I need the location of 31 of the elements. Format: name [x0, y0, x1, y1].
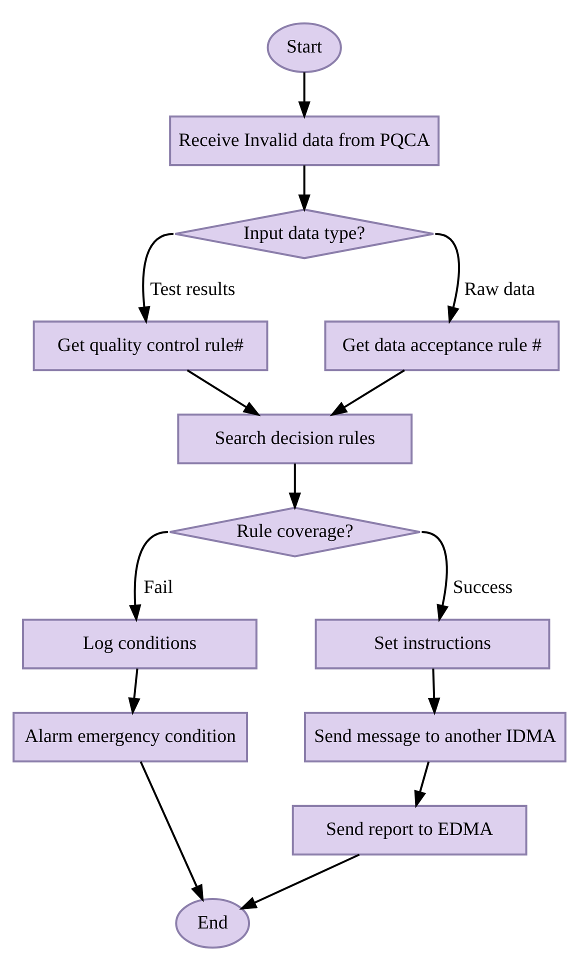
arrow [414, 761, 430, 808]
edge-label: Test results [150, 278, 236, 300]
node-ellipse: Start [266, 22, 342, 73]
node-box: Receive Invalid data from PQCA [169, 115, 440, 166]
edge-label: Fail [144, 577, 173, 598]
arrow [298, 72, 310, 119]
arrow [239, 854, 360, 910]
node-box: Get data acceptance rule # [324, 320, 560, 372]
arrow [422, 531, 449, 622]
arrow [298, 165, 310, 212]
node-box: Search decision rules [177, 414, 413, 464]
node-box: Log conditions [22, 618, 258, 670]
node-diamond: Rule coverage? [168, 506, 421, 558]
arrow [128, 668, 140, 716]
arrow [140, 761, 204, 902]
arrow [186, 369, 261, 416]
edge-label: Raw data [464, 278, 536, 300]
node-box: Alarm emergency condition [12, 712, 248, 762]
arrow [428, 668, 440, 716]
node-box: Get quality control rule# [32, 320, 268, 372]
node-diamond: Input data type? [174, 208, 434, 260]
node-ellipse: End [175, 898, 250, 949]
arrow [288, 464, 302, 510]
node-box: Send report to EDMA [292, 804, 528, 856]
arrow [138, 232, 174, 324]
edge-label: Success [452, 577, 513, 598]
arrow [330, 369, 405, 416]
arrow [435, 232, 460, 324]
arrow [128, 531, 168, 622]
node-box: Set instructions [314, 618, 550, 670]
node-box: Send message to another IDMA [304, 712, 566, 762]
